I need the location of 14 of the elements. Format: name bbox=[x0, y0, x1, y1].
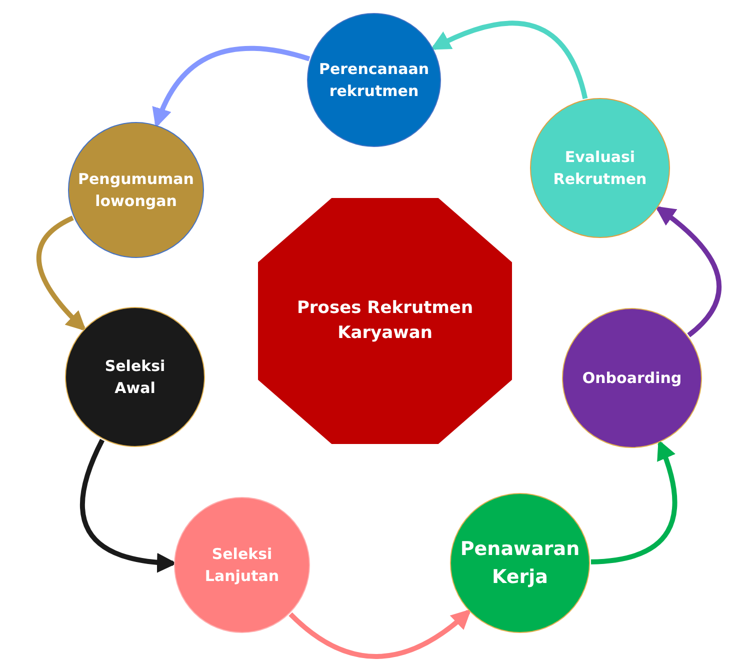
node-label: Evaluasi Rekrutmen bbox=[552, 146, 648, 190]
node-label: Seleksi Lanjutan bbox=[204, 544, 280, 587]
node-label: Perencanaan rekrutmen bbox=[318, 58, 430, 102]
arrow bbox=[288, 609, 472, 659]
arrow bbox=[430, 20, 588, 100]
arrow bbox=[655, 206, 722, 338]
node-label: Seleksi Awal bbox=[104, 356, 166, 399]
node-label: Proses Rekrutmen Karyawan bbox=[296, 296, 474, 345]
node-label: Pengumuman lowongan bbox=[76, 168, 195, 212]
node-label: Penawaran Kerja bbox=[459, 536, 581, 590]
arrow bbox=[36, 216, 86, 332]
node-label: Onboarding bbox=[581, 368, 683, 389]
arrow bbox=[153, 46, 310, 128]
arrow bbox=[590, 440, 678, 564]
